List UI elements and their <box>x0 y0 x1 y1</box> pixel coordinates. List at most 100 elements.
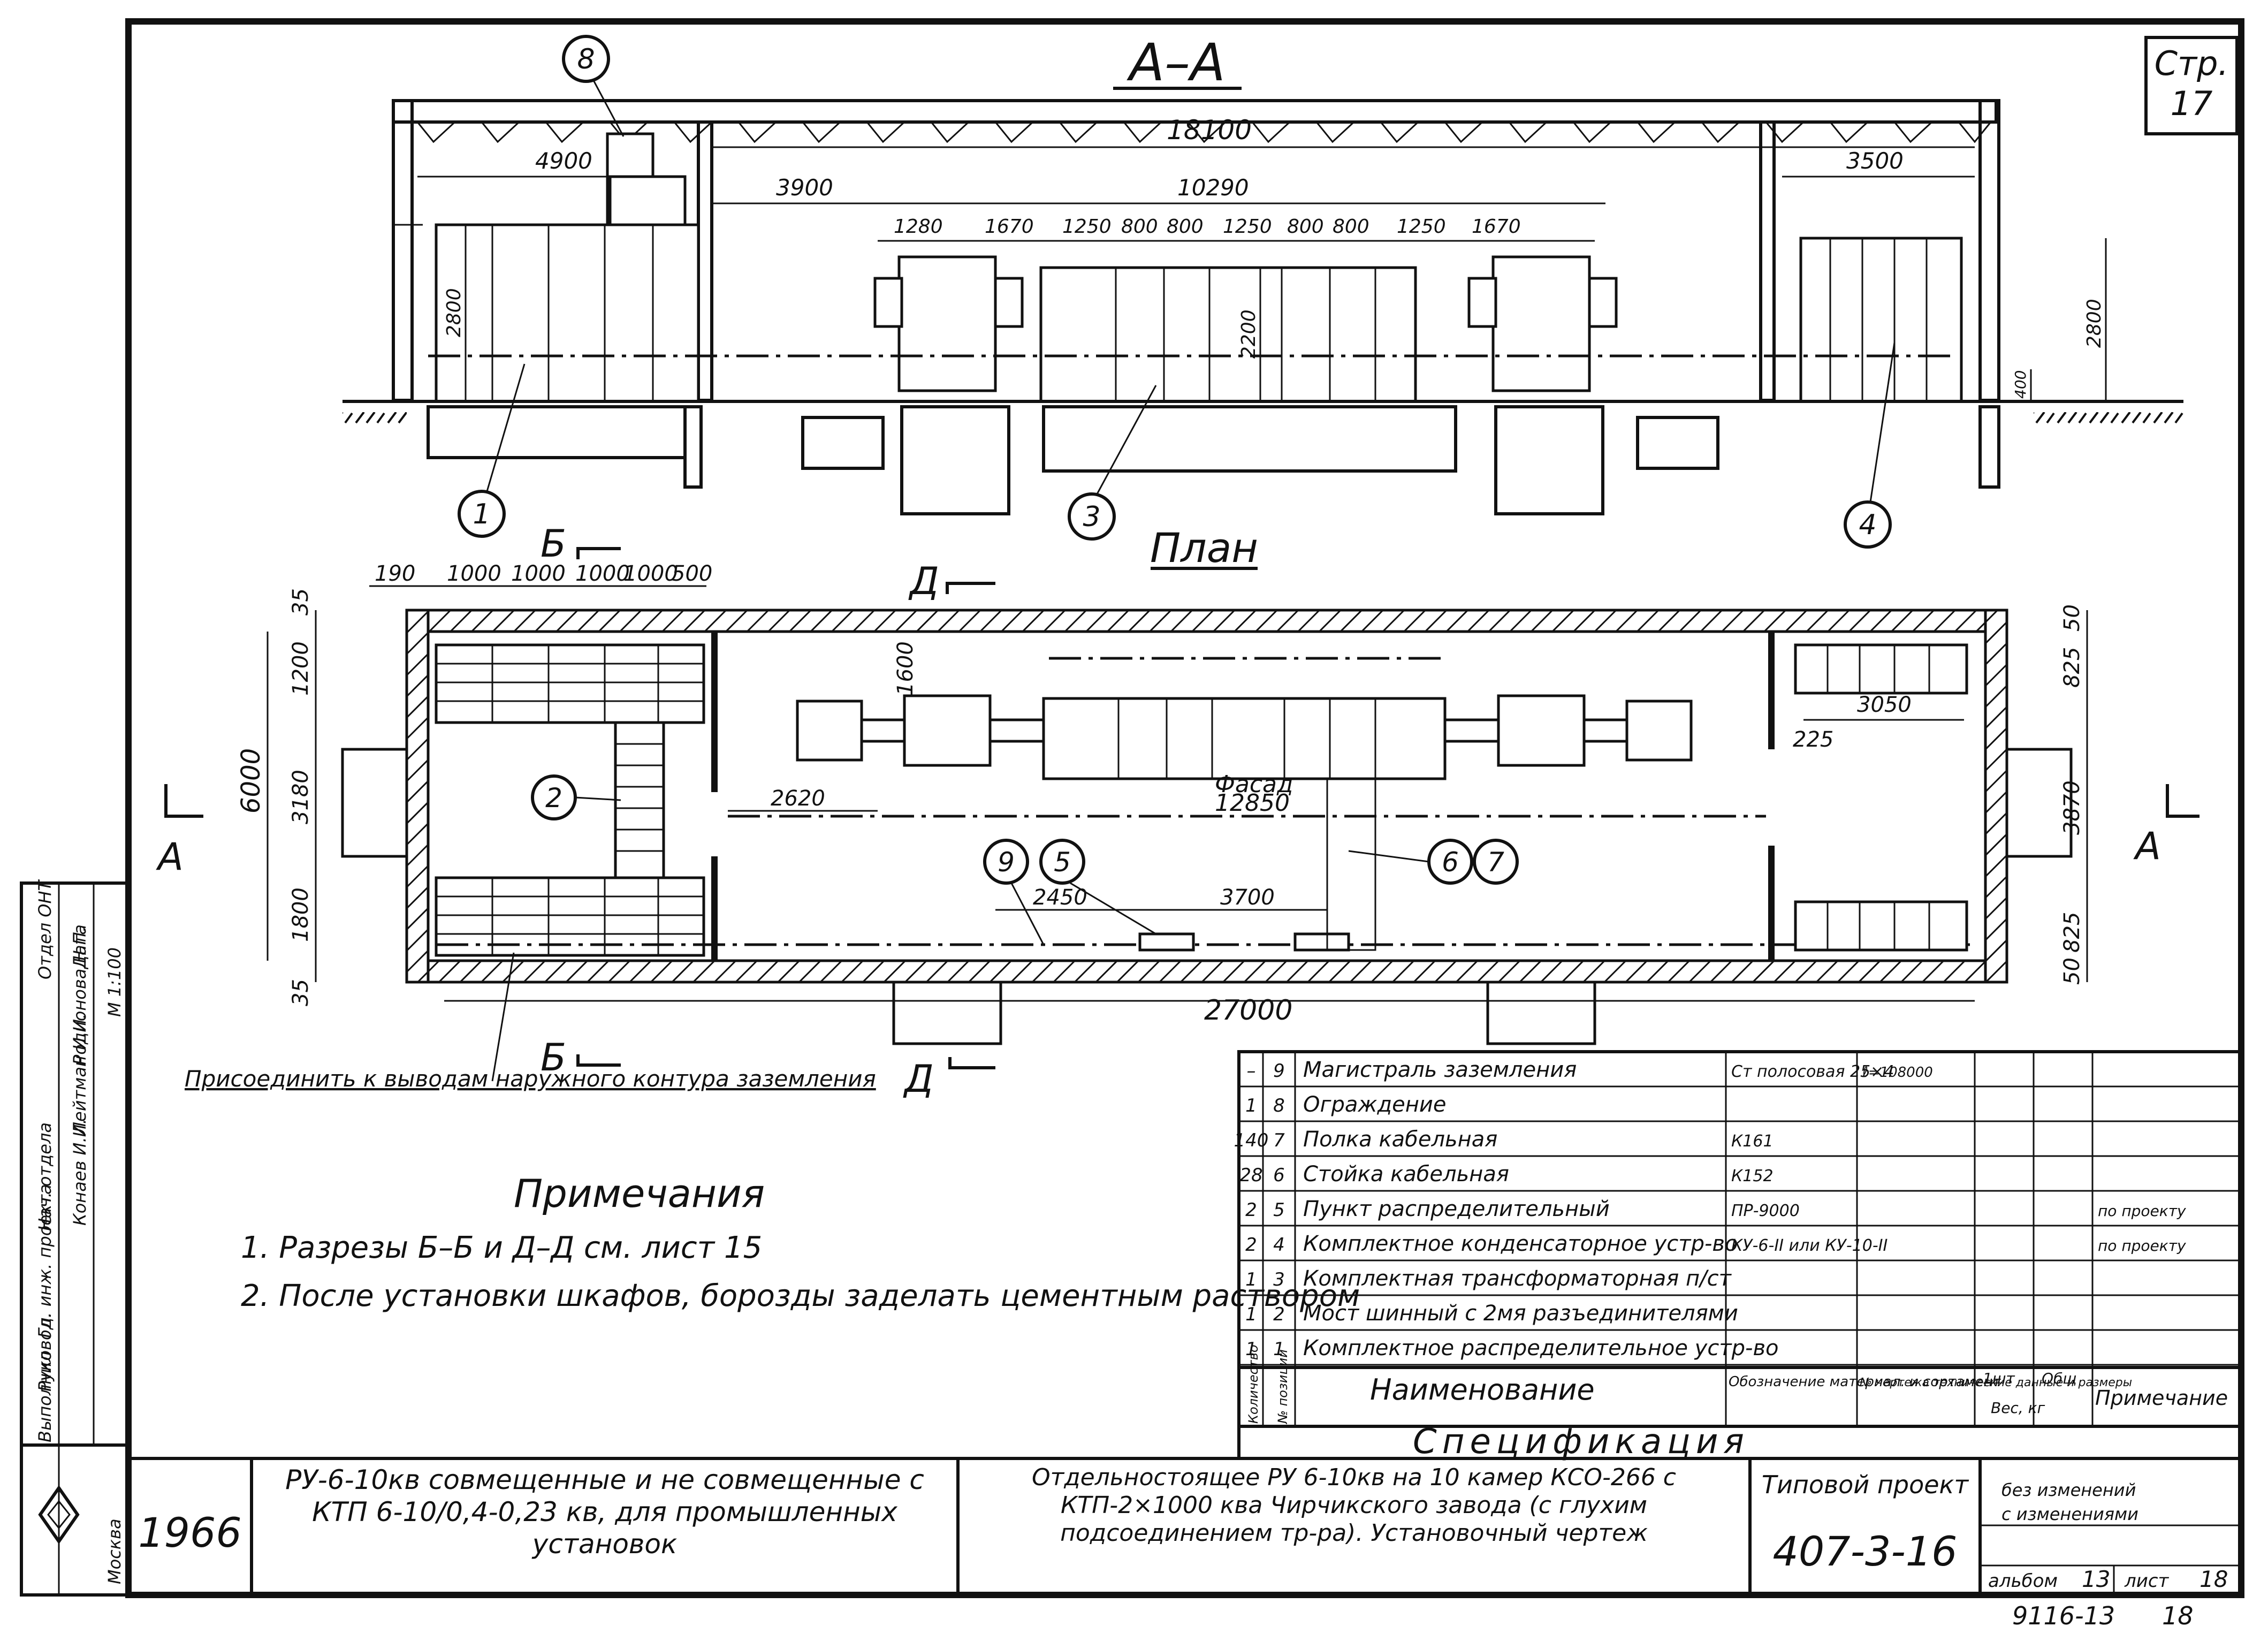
dim-1670b: 1670 <box>1472 216 1521 238</box>
wall-right <box>1984 609 2008 984</box>
cable-channel-left <box>427 405 687 459</box>
spec-header-name: Наименование <box>1370 1373 1595 1407</box>
section-aa-title: А–А <box>1126 33 1225 93</box>
dim-3700: 3700 <box>1220 885 1275 910</box>
spec-cell-qty: 1 <box>1245 1269 1257 1290</box>
spec-cell-qty: 2 <box>1245 1199 1257 1221</box>
project-description: РУ-6-10кв совмещенные и не совмещенные с… <box>285 1464 924 1560</box>
dim-3870: 3870 <box>2060 780 2084 835</box>
spec-header: Количество № позиции Наименование Обозна… <box>1246 1344 2228 1425</box>
dim-1250c: 1250 <box>1397 216 1446 238</box>
condenser-unit-4 <box>1799 237 1963 403</box>
callout-3: 3 <box>1083 501 1100 533</box>
spec-cell-qty: 28 <box>1239 1165 1262 1186</box>
dim-825-bottom: 825 <box>2060 912 2084 953</box>
plan-kso-row <box>1042 697 1447 780</box>
role-dept: Отдел ОНТ <box>35 879 55 979</box>
spec-cell-pos: 7 <box>1273 1130 1285 1151</box>
notes-title: Примечания <box>514 1171 765 1216</box>
transformer-left <box>897 255 997 392</box>
dim-27000: 27000 <box>1204 994 1292 1027</box>
dim-2450: 2450 <box>1033 885 1087 910</box>
signature-sidebar: Отдел ОНТ Нач. отдела Гл. инж. проекта Р… <box>20 879 130 1597</box>
dim-190: 190 <box>375 561 415 586</box>
spec-cell-name: Комплектная трансформаторная п/ст <box>1303 1266 1732 1291</box>
drawing-description: Отдельностоящее РУ 6-10кв на 10 камер КС… <box>1031 1464 1676 1547</box>
dim-1800: 1800 <box>288 887 313 942</box>
spec-cell-name: Комплектное конденсаторное устр-во <box>1303 1232 1738 1256</box>
spec-cell-code: К161 <box>1731 1132 1774 1151</box>
spec-header-pos: № позиции <box>1275 1349 1290 1425</box>
name-1: Лейтман И.И. <box>70 1014 90 1135</box>
dim-10290: 10290 <box>1177 174 1249 201</box>
plan-callouts: 2 9 5 6 7 <box>531 774 1519 945</box>
plan-dim-lines <box>267 585 2088 1002</box>
scale: М 1:100 <box>104 947 125 1017</box>
dim-18100: 18100 <box>1167 115 1252 146</box>
mark-d-top: Д <box>908 559 939 603</box>
name-2: Конаев И.И. <box>70 1119 90 1226</box>
callout-5: 5 <box>1054 847 1071 878</box>
callout-8: 8 <box>577 43 595 75</box>
spec-header-note: Примечание <box>2095 1386 2228 1410</box>
callout-4: 4 <box>1859 509 1876 541</box>
callout-1: 1 <box>473 498 490 530</box>
spec-cell-pos: 2 <box>1273 1304 1285 1325</box>
spec-cell-name: Комплектное распределительное устр-во <box>1303 1336 1779 1361</box>
spec-cell-pos: 6 <box>1273 1165 1285 1186</box>
spec-cell-data: ℓ=108000 <box>1862 1065 1933 1081</box>
spec-cell-qty: 1 <box>1245 1095 1257 1116</box>
kso-row <box>1039 266 1417 403</box>
sheet-number: 18 <box>2199 1566 2228 1592</box>
plan-view: План <box>156 522 2199 1101</box>
plan-condenser-bottom <box>1794 900 1968 952</box>
dim-12850: 12850 <box>1215 789 1290 817</box>
spec-cell-name: Пункт распределительный <box>1303 1197 1610 1221</box>
dim-2800-left: 2800 <box>443 288 465 337</box>
dim-800a: 800 <box>1121 216 1158 238</box>
dim-2620: 2620 <box>771 786 825 811</box>
dim-800d: 800 <box>1333 216 1369 238</box>
spec-title: Спецификация <box>1413 1422 1749 1462</box>
mark-d-bottom: Д <box>903 1057 934 1101</box>
spec-cell-qty: 1 <box>1245 1304 1257 1325</box>
dim-1000b: 1000 <box>511 561 566 586</box>
mark-a-left: А <box>156 835 184 879</box>
dim-225: 225 <box>1793 727 1833 752</box>
spec-cell-pos: 9 <box>1273 1060 1285 1082</box>
spec-header-weight: Вес, кг <box>1991 1399 2045 1417</box>
dim-1000c: 1000 <box>575 561 630 586</box>
spec-cell-code: ПР-9000 <box>1731 1202 1800 1220</box>
callout-6: 6 <box>1442 847 1459 878</box>
plan-kru-top <box>435 643 705 724</box>
note-2: 2. После установки шкафов, борозды задел… <box>241 1279 1360 1313</box>
callout-2: 2 <box>545 782 562 814</box>
project-number: 407-3-16 <box>1773 1527 1958 1575</box>
dim-3500: 3500 <box>1846 148 1904 174</box>
wall-top <box>405 609 2008 633</box>
dim-6000: 6000 <box>236 748 266 814</box>
mark-a-right: А <box>2133 824 2161 868</box>
spec-cell-name: Магистраль заземления <box>1303 1058 1577 1082</box>
spec-cell-name: Ограждение <box>1303 1092 1446 1117</box>
dim-4900: 4900 <box>535 148 592 174</box>
note-1: 1. Разрезы Б–Б и Д–Д см. лист 15 <box>241 1230 762 1265</box>
role-chief: Гл. инж. проекта <box>35 1184 55 1338</box>
notes-block: Примечания 1. Разрезы Б–Б и Д–Д см. лист… <box>241 1171 1360 1313</box>
dim-1200: 1200 <box>288 641 313 696</box>
dim-1280: 1280 <box>894 216 943 238</box>
transformer-right <box>1491 255 1591 392</box>
dim-2800-right: 2800 <box>2083 299 2105 348</box>
role-done: Выполнил <box>35 1351 55 1442</box>
ground-note: Присоединить к выводам наружного контура… <box>185 1066 876 1092</box>
dim-1000d: 1000 <box>623 561 678 586</box>
page-label: Стр. <box>2155 44 2228 83</box>
spec-cell-name: Полка кабельная <box>1303 1127 1497 1152</box>
spec-cell-code: КУ-6-II или КУ-10-II <box>1731 1236 1888 1255</box>
dim-3900: 3900 <box>776 174 833 201</box>
name-3: Родионова Н.П. <box>70 926 90 1065</box>
spec-cell-qty: – <box>1247 1060 1256 1082</box>
page-number: 17 <box>2171 84 2213 123</box>
